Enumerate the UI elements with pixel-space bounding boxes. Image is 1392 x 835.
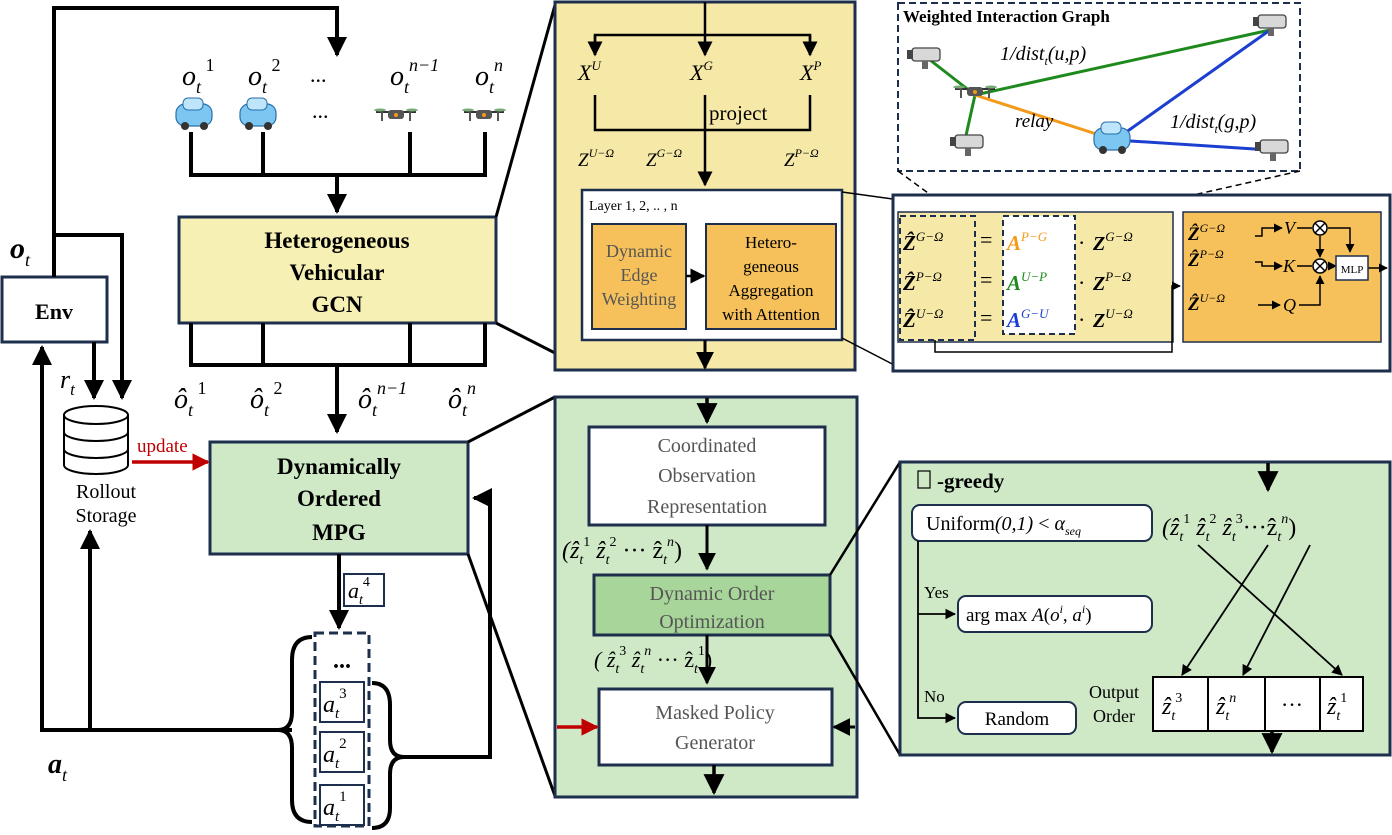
a-t-label: at xyxy=(48,749,68,785)
dew-box xyxy=(591,223,687,330)
action-4-box xyxy=(343,573,385,607)
greedy-seq: (ẑt1 ẑt2 ẑt3···ẑtn) xyxy=(1162,512,1296,545)
output-order-table xyxy=(1152,676,1364,732)
project-label: project xyxy=(709,101,767,125)
layers-label: Layer 1, 2, .. , n xyxy=(589,199,678,214)
mlp-label: MLP xyxy=(1341,264,1364,276)
stack-dots: ... xyxy=(333,648,351,674)
greedy-title: -greedy xyxy=(937,469,1005,493)
qkv-zp: ẐP−Ω xyxy=(1187,247,1224,271)
graph-title: Weighted Interaction Graph xyxy=(903,7,1110,26)
svg-text:·: · xyxy=(1078,270,1085,295)
rollout-label-1: Rollout xyxy=(76,481,136,503)
obs-label-1: ot 1 xyxy=(182,55,215,97)
svg-text:·: · xyxy=(1078,307,1085,332)
hat-obs-label-2: ôt 2 xyxy=(250,378,283,420)
cor-label-3: Representation xyxy=(647,496,767,518)
haa-box xyxy=(705,223,837,330)
obs-label-n-1: otn−1 xyxy=(390,55,439,97)
seq2-label: ( ẑt3 ẑtn ··· ẑt1) xyxy=(594,644,712,677)
haa-label-4: with Attention xyxy=(722,305,820,324)
attn-apg: AP−G xyxy=(1005,229,1048,255)
cor-label-1: Coordinated xyxy=(658,435,757,457)
yes-label: Yes xyxy=(924,583,949,602)
car-icon xyxy=(239,97,277,131)
uniform-box xyxy=(911,504,1153,542)
doo-label-1: Dynamic Order xyxy=(650,583,775,605)
svg-text:=: = xyxy=(980,305,992,330)
o-t-label: ot xyxy=(10,232,31,270)
drone-icon xyxy=(461,107,507,122)
mpg-title-2: Ordered xyxy=(297,486,381,511)
uniform-label: Uniform(0,1) < αseq xyxy=(926,513,1081,538)
r-t-label: rt xyxy=(60,365,76,399)
hvgcn-title-3: GCN xyxy=(311,292,363,317)
mpg-title-1: Dynamically xyxy=(277,454,401,479)
k-label: K xyxy=(1282,256,1296,276)
attn-aup: AU−P xyxy=(1005,269,1047,295)
update-label: update xyxy=(137,436,188,457)
mlp-box xyxy=(1335,255,1369,281)
haa-label-2: geneous xyxy=(743,257,799,276)
argmax-box xyxy=(957,595,1153,633)
hvgcn-box xyxy=(177,215,498,325)
q-label: Q xyxy=(1283,295,1296,315)
obs-label-n: otn xyxy=(475,55,503,97)
svg-text:=: = xyxy=(980,227,992,252)
drone-icon xyxy=(373,107,419,122)
attn-zp: ẐP−Ω xyxy=(902,269,942,295)
multiply-icon xyxy=(1312,220,1328,236)
random-label: Random xyxy=(985,709,1050,730)
output-label-1: Output xyxy=(1089,682,1139,702)
hat-obs-label-n: ôtn xyxy=(448,378,476,420)
obs-ellipsis: ... xyxy=(310,62,327,87)
masked-policy-label-2: Generator xyxy=(675,732,755,754)
mpg-box xyxy=(208,440,470,556)
svg-text:·: · xyxy=(1078,230,1085,255)
edge-up-label: 1/distt(u,p) xyxy=(1000,43,1086,68)
obs-label-2: ot 2 xyxy=(248,55,281,97)
relay-label: relay xyxy=(1015,111,1054,132)
v-label: V xyxy=(1284,218,1297,238)
env-label: Env xyxy=(35,299,73,324)
database-icon xyxy=(63,405,129,475)
svg-text:=: = xyxy=(980,267,992,292)
hat-obs-label-n-1: ôtn−1 xyxy=(358,378,407,420)
argmax-label: arg max A(oi, ai) xyxy=(966,602,1092,626)
hat-obs-label-1: ôt 1 xyxy=(174,378,207,420)
dew-label-1: Dynamic xyxy=(606,241,672,261)
doo-label-2: Optimization xyxy=(659,611,765,633)
epsilon-icon xyxy=(917,470,931,489)
output-label-2: Order xyxy=(1093,706,1135,726)
doo-box xyxy=(592,573,832,637)
no-label: No xyxy=(924,687,945,706)
mpg-title-3: MPG xyxy=(312,520,366,545)
dew-label-2: Edge xyxy=(621,265,658,285)
car-icon xyxy=(175,97,213,131)
rollout-label-2: Storage xyxy=(75,505,136,527)
out-cell-3: ··· xyxy=(1281,692,1303,717)
right-brace xyxy=(371,681,405,830)
random-box xyxy=(957,701,1077,735)
edge-gp-label: 1/distt(g,p) xyxy=(1170,111,1256,136)
vehicle-ellipsis: ... xyxy=(312,98,329,123)
masked-policy-label-1: Masked Policy xyxy=(655,702,774,724)
cor-label-2: Observation xyxy=(658,465,756,487)
dew-label-3: Weighting xyxy=(602,289,677,309)
hvgcn-title-2: Vehicular xyxy=(290,260,385,285)
multiply-icon xyxy=(1312,258,1328,274)
hvgcn-title-1: Heterogeneous xyxy=(264,228,409,253)
haa-label-3: Aggregation xyxy=(729,281,814,300)
haa-label-1: Hetero- xyxy=(745,233,797,252)
left-brace xyxy=(277,635,313,824)
